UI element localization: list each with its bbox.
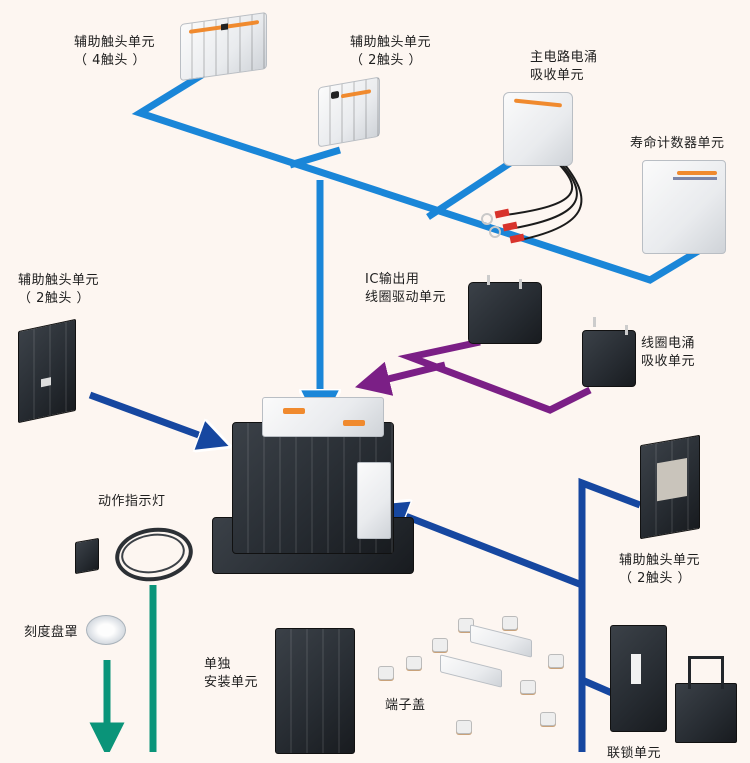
label-aux-2-right: 辅助触头单元 （ 2触头 ） [619, 552, 700, 588]
label-line: 联锁单元 [607, 746, 662, 761]
coil-surge-unit-image [582, 317, 636, 387]
label-line: 端子盖 [385, 698, 426, 713]
label-coil-surge: 线圈电涌吸收单元 [641, 335, 695, 371]
label-line: IC输出用 [365, 272, 420, 287]
label-line: （ 2触头 ） [18, 291, 91, 306]
label-line: 单独 [204, 657, 232, 672]
label-line: （ 2触头 ） [619, 571, 692, 586]
label-life-counter: 寿命计数器单元 [630, 135, 725, 153]
label-aux-2-top: 辅助触头单元 （ 2触头 ） [350, 34, 431, 70]
label-ic-coil-drive: IC输出用线圈驱动单元 [365, 271, 446, 307]
ic-coil-drive-unit-image [468, 275, 542, 344]
label-line: 辅助触头单元 [619, 553, 701, 568]
wire-terminals [481, 208, 525, 244]
label-line: （ 4触头 ） [74, 53, 147, 68]
aux-contact-2-right-image [640, 434, 700, 540]
label-line: 线圈驱动单元 [365, 290, 447, 305]
label-dial-cover: 刻度盘罩 [24, 624, 78, 642]
aux2-branch-line [288, 146, 342, 169]
life-counter-unit-image [642, 160, 726, 254]
label-line: 安装单元 [204, 675, 259, 690]
aux-contact-4-unit-image [180, 11, 267, 82]
right-bus-line [578, 477, 642, 752]
label-line: 动作指示灯 [98, 494, 166, 509]
surge-unit-wires [504, 159, 583, 241]
label-line: 主电路电涌 [530, 50, 598, 65]
label-line: 吸收单元 [641, 354, 696, 369]
label-aux-4: 辅助触头单元 （ 4触头 ） [74, 34, 155, 70]
terminal-cover-image [370, 610, 564, 740]
label-line: （ 2触头 ） [350, 53, 423, 68]
interlock-unit-frame-image [675, 656, 737, 743]
label-line: 辅助触头单元 [18, 273, 100, 288]
interlock-unit-main-image [610, 625, 667, 732]
label-main-surge: 主电路电涌吸收单元 [530, 49, 598, 85]
label-op-indicator: 动作指示灯 [98, 493, 166, 511]
standalone-mount-unit-image [275, 628, 355, 754]
main-bus-line [131, 67, 702, 284]
main-surge-unit-image [503, 92, 573, 166]
coil-connector-network [397, 338, 592, 414]
aux-contact-2-left-image [18, 318, 76, 424]
label-line: 辅助触头单元 [350, 35, 432, 50]
interlock-branch-line [580, 676, 614, 697]
label-line: 寿命计数器单元 [630, 136, 725, 151]
label-interlock: 联锁单元 [607, 745, 661, 763]
label-aux-2-left: 辅助触头单元 （ 2触头 ） [18, 272, 99, 308]
right-aux-arrow [390, 510, 584, 589]
coil-bus-line [397, 338, 592, 414]
label-terminal-cover: 端子盖 [385, 697, 426, 715]
operation-indicator-image [55, 520, 197, 595]
label-line: 线圈电涌 [641, 336, 696, 351]
dial-cover-image [86, 615, 126, 645]
label-line: 辅助触头单元 [74, 35, 156, 50]
magnetic-contactor-image [212, 392, 414, 584]
coil-arrow [355, 361, 446, 396]
label-line: 刻度盘罩 [24, 625, 79, 640]
right-connector-network [578, 477, 642, 752]
contactor-top-aux [262, 397, 384, 437]
left-aux-arrow [88, 391, 215, 441]
label-line: 吸收单元 [530, 68, 585, 83]
contactor-nameplate [357, 462, 391, 539]
top-connector-network [131, 67, 702, 284]
label-standalone-mount: 单独安装单元 [204, 656, 258, 692]
aux-contact-2-top-image [318, 76, 380, 148]
